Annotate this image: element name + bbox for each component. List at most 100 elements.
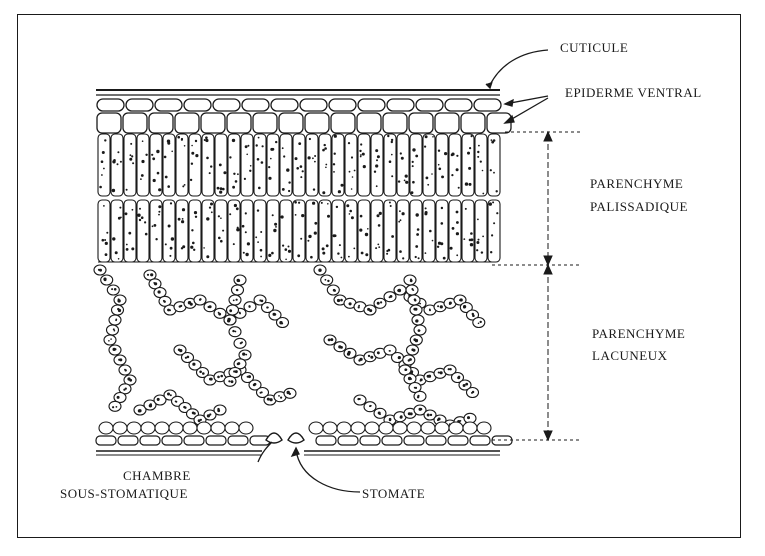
spongy-cell xyxy=(234,275,246,285)
palisade-cell xyxy=(462,200,474,262)
upper-epidermis xyxy=(97,99,511,133)
epidermis-cell xyxy=(279,113,303,133)
palisade-cell xyxy=(384,200,396,262)
palisade-cell xyxy=(306,200,318,262)
lower-epidermis-cell xyxy=(162,436,182,445)
palisade-cell xyxy=(345,200,357,262)
palisade-cell xyxy=(410,134,422,196)
lower-epidermis-cell xyxy=(360,436,380,445)
palisade-cell xyxy=(345,134,357,196)
palisade-cell xyxy=(202,200,214,262)
palisade-cell xyxy=(176,134,188,196)
spongy-cell xyxy=(374,298,386,308)
palisade-cell xyxy=(358,134,370,196)
spongy-cell xyxy=(169,422,183,434)
spongy-cell xyxy=(477,422,491,434)
spongy-cell xyxy=(197,422,211,434)
spongy-cell xyxy=(183,422,197,434)
spongy-cell xyxy=(421,422,435,434)
palisade-cell xyxy=(189,134,201,196)
lower-epidermis-cell xyxy=(426,436,446,445)
palisade-cell xyxy=(397,200,409,262)
palisade-cell xyxy=(293,200,305,262)
epidermis-cell xyxy=(126,99,153,111)
palisade-cell xyxy=(462,134,474,196)
palisade-cell xyxy=(150,134,162,196)
label-parenchyme-lacuneux-line2: LACUNEUX xyxy=(592,348,668,363)
spongy-cell xyxy=(155,422,169,434)
epidermis-cell xyxy=(461,113,485,133)
epidermis-cell xyxy=(271,99,298,111)
epidermis-cell xyxy=(97,113,121,133)
spongy-cell xyxy=(404,275,416,285)
palisade-cell xyxy=(150,200,162,262)
epidermis-cell xyxy=(97,99,124,111)
epidermis-cell xyxy=(242,99,269,111)
palisade-cell xyxy=(384,134,396,196)
epidermis-cell xyxy=(213,99,240,111)
lower-epidermis-cell xyxy=(96,436,116,445)
spongy-cell xyxy=(321,275,333,285)
lower-epidermis-cell xyxy=(206,436,226,445)
palisade-cell xyxy=(423,134,435,196)
lower-epidermis-cell xyxy=(404,436,424,445)
spongy-cell xyxy=(107,285,119,295)
spongy-cell xyxy=(407,422,421,434)
lower-epidermis-cell xyxy=(448,436,468,445)
epidermis-cell xyxy=(358,99,385,111)
label-parenchyme-palissadique-line1: PARENCHYME xyxy=(590,176,683,191)
palisade-cell xyxy=(254,200,266,262)
label-stomate: STOMATE xyxy=(362,486,425,501)
palisade-cell xyxy=(475,134,487,196)
lower-epidermis-cell xyxy=(470,436,490,445)
epidermis-cell xyxy=(474,99,501,111)
palisade-cell xyxy=(137,134,149,196)
spongy-cell xyxy=(337,422,351,434)
palisade-cell xyxy=(319,134,331,196)
epidermis-cell xyxy=(149,113,173,133)
label-parenchyme-palissadique-line2: PALISSADIQUE xyxy=(590,199,688,214)
palisade-cell xyxy=(449,200,461,262)
palisade-cell xyxy=(163,200,175,262)
epidermis-cell xyxy=(305,113,329,133)
spongy-cell xyxy=(112,305,124,315)
spongy-cell xyxy=(239,422,253,434)
palisade-cell xyxy=(124,134,136,196)
palisade-cell xyxy=(98,200,110,262)
stomate-opening xyxy=(266,433,304,443)
palisade-cell xyxy=(267,134,279,196)
epidermis-cell xyxy=(445,99,472,111)
spongy-cell xyxy=(107,325,119,335)
spongy-cell xyxy=(379,422,393,434)
epidermis-cell xyxy=(175,113,199,133)
palisade-cell xyxy=(488,134,500,196)
spongy-parenchyma xyxy=(94,262,492,434)
spongy-cell xyxy=(225,422,239,434)
palisade-cell xyxy=(410,200,422,262)
lower-epidermis-cell xyxy=(338,436,358,445)
label-parenchyme-lacuneux-line1: PARENCHYME xyxy=(592,326,685,341)
palisade-cell xyxy=(449,134,461,196)
spongy-cell xyxy=(354,395,366,405)
spongy-cell xyxy=(109,401,121,411)
epidermis-cell xyxy=(416,99,443,111)
lower-epidermis-cell xyxy=(140,436,160,445)
lower-epidermis-cell xyxy=(228,436,248,445)
label-chambre-line1: CHAMBRE xyxy=(123,468,191,483)
palisade-cell xyxy=(189,200,201,262)
spongy-cell xyxy=(463,422,477,434)
dimension-lines xyxy=(492,132,580,440)
cuticle xyxy=(96,90,500,95)
epidermis-cell xyxy=(300,99,327,111)
palisade-cell xyxy=(397,134,409,196)
spongy-cell xyxy=(449,422,463,434)
spongy-cell xyxy=(211,422,225,434)
spongy-cell xyxy=(101,275,113,285)
lower-epidermis-cell xyxy=(316,436,336,445)
palisade-cell xyxy=(371,200,383,262)
palisade-cell xyxy=(215,200,227,262)
spongy-cell xyxy=(414,391,426,401)
epidermis-cell xyxy=(329,99,356,111)
palisade-cell xyxy=(124,200,136,262)
